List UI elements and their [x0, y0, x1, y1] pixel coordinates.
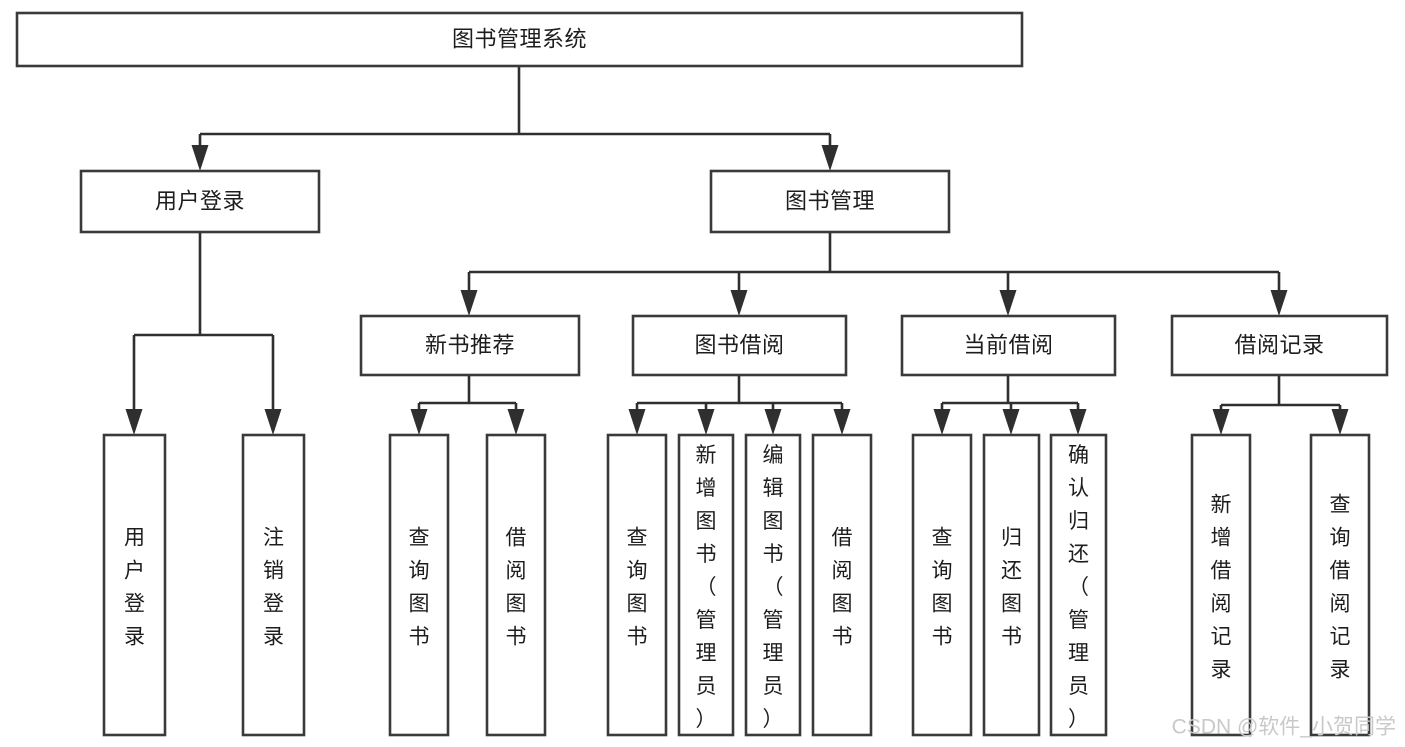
node-box-leaf-return-book: [982, 433, 1041, 737]
edge-current-borrow: [933, 375, 1087, 435]
node-leaf-logout-login: 注销登录: [241, 433, 306, 737]
edge-borrow-record: [1212, 375, 1349, 435]
node-box-new-book-recommend: [359, 314, 581, 377]
node-leaf-user-login: 用户登录: [102, 433, 167, 737]
node-label-leaf-user-login: 用户登录: [124, 527, 145, 649]
node-root: 图书管理系统: [15, 11, 1024, 68]
node-box-user-login: [79, 169, 321, 234]
node-label-book-management: 图书管理: [785, 188, 875, 213]
watermark-layer: CSDN @软件_小贺同学: [1172, 716, 1396, 739]
node-label-borrow-record: 借阅记录: [1234, 332, 1324, 357]
node-box-leaf-query-book-borrow: [606, 433, 668, 737]
node-label-current-borrow: 当前借阅: [963, 332, 1053, 357]
csdn-watermark: CSDN @软件_小贺同学: [1172, 716, 1396, 739]
node-label-user-login: 用户登录: [155, 188, 245, 213]
node-box-current-borrow: [900, 314, 1117, 377]
node-box-book-management: [709, 169, 951, 234]
node-leaf-query-borrow-record: 查询借阅记录: [1309, 433, 1371, 737]
node-label-book-borrow: 图书借阅: [694, 332, 784, 357]
node-leaf-add-book-admin: 新增图书（管理员）: [677, 433, 735, 737]
node-box-leaf-borrow-book-recommend: [485, 433, 547, 737]
node-label-leaf-query-book-borrow: 查询图书: [627, 527, 648, 649]
node-leaf-query-book-current: 查询图书: [911, 433, 973, 737]
node-book-management: 图书管理: [709, 169, 951, 234]
node-book-borrow: 图书借阅: [631, 314, 848, 377]
node-box-leaf-query-book-current: [911, 433, 973, 737]
node-new-book-recommend: 新书推荐: [359, 314, 581, 377]
node-label-leaf-confirm-return-admin: 确认归还（管理员）: [1068, 444, 1089, 731]
node-box-leaf-edit-book-admin: [744, 433, 802, 737]
edge-root: [191, 66, 839, 171]
node-label-leaf-query-borrow-record: 查询借阅记录: [1330, 494, 1351, 682]
node-label-leaf-add-borrow-record: 新增借阅记录: [1211, 494, 1232, 682]
node-box-leaf-logout-login: [241, 433, 306, 737]
node-leaf-query-book-recommend: 查询图书: [388, 433, 450, 737]
node-box-leaf-query-borrow-record: [1309, 433, 1371, 737]
node-label-leaf-borrow-book-recommend: 借阅图书: [506, 527, 527, 649]
node-leaf-edit-book-admin: 编辑图书（管理员）: [744, 433, 802, 737]
edge-book-borrow: [628, 375, 851, 435]
node-current-borrow: 当前借阅: [900, 314, 1117, 377]
node-leaf-confirm-return-admin: 确认归还（管理员）: [1049, 433, 1108, 737]
node-box-leaf-query-book-recommend: [388, 433, 450, 737]
nodes-layer: 图书管理系统用户登录图书管理新书推荐图书借阅当前借阅借阅记录用户登录注销登录查询…: [15, 11, 1389, 737]
node-box-leaf-borrow-book: [811, 433, 873, 737]
edges-layer: [125, 66, 1349, 435]
edge-user-login: [125, 232, 282, 435]
node-label-leaf-logout-login: 注销登录: [263, 527, 284, 649]
edge-new-book-recommend: [410, 375, 525, 435]
node-borrow-record: 借阅记录: [1170, 314, 1389, 377]
node-user-login: 用户登录: [79, 169, 321, 234]
node-label-leaf-return-book: 归还图书: [1001, 527, 1022, 649]
node-label-new-book-recommend: 新书推荐: [425, 332, 515, 357]
node-label-leaf-query-book-recommend: 查询图书: [409, 527, 430, 649]
node-label-leaf-query-book-current: 查询图书: [932, 527, 953, 649]
edge-book-management: [460, 232, 1288, 316]
node-box-borrow-record: [1170, 314, 1389, 377]
node-box-leaf-add-book-admin: [677, 433, 735, 737]
node-leaf-query-book-borrow: 查询图书: [606, 433, 668, 737]
node-label-leaf-borrow-book: 借阅图书: [832, 527, 853, 649]
node-box-leaf-confirm-return-admin: [1049, 433, 1108, 737]
node-box-root: [15, 11, 1024, 68]
node-leaf-return-book: 归还图书: [982, 433, 1041, 737]
node-box-book-borrow: [631, 314, 848, 377]
node-label-leaf-edit-book-admin: 编辑图书（管理员）: [763, 444, 784, 731]
node-leaf-borrow-book-recommend: 借阅图书: [485, 433, 547, 737]
node-box-leaf-add-borrow-record: [1190, 433, 1252, 737]
node-label-leaf-add-book-admin: 新增图书（管理员）: [696, 444, 717, 731]
node-leaf-borrow-book: 借阅图书: [811, 433, 873, 737]
node-leaf-add-borrow-record: 新增借阅记录: [1190, 433, 1252, 737]
node-label-root: 图书管理系统: [452, 26, 587, 51]
node-box-leaf-user-login: [102, 433, 167, 737]
